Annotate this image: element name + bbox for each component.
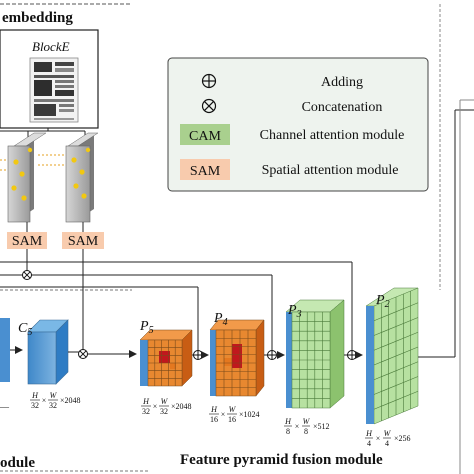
bottom-left-module-title: odule <box>0 455 35 471</box>
blocke-label: BlockE <box>32 39 70 54</box>
p2-label: P2 <box>375 293 390 310</box>
svg-text:×2048: ×2048 <box>171 402 192 411</box>
p3-label: P3 <box>287 303 302 320</box>
junction-otimes-icon <box>22 270 32 280</box>
svg-text:×1024: ×1024 <box>239 410 260 419</box>
svg-text:16: 16 <box>210 415 218 424</box>
fusion-oplus-3-icon <box>347 350 357 360</box>
svg-text:16: 16 <box>228 415 236 424</box>
fusion-oplus-1-icon <box>193 350 203 360</box>
c5-feature-block: C5 <box>18 319 69 385</box>
svg-text:×: × <box>153 402 158 411</box>
svg-text:×2048: ×2048 <box>60 396 81 405</box>
svg-text:×256: ×256 <box>394 434 411 443</box>
p4-warm-cell <box>224 358 232 366</box>
p2-feature-block: P2 <box>365 287 419 425</box>
svg-text:8: 8 <box>304 427 308 436</box>
legend-sam-label: Spatial attention module <box>262 163 399 178</box>
sam-legend-badge-text: SAM <box>190 164 221 179</box>
p5-grid <box>148 340 182 386</box>
blocke-document-icon <box>29 57 79 123</box>
fpn-module-title: Feature pyramid fusion module <box>180 452 383 468</box>
embedding-title: embedding <box>2 10 73 26</box>
p4-label: P4 <box>213 311 228 328</box>
sam-badge-1: SAM <box>7 232 47 249</box>
junction-circles <box>22 270 32 280</box>
svg-text:4: 4 <box>367 439 371 448</box>
p4-heat-cell <box>232 344 242 368</box>
cam-legend-badge-text: CAM <box>189 129 221 144</box>
svg-text:W: W <box>303 417 311 426</box>
legend-adding-label: Adding <box>321 75 363 90</box>
attention-dashes <box>0 154 66 171</box>
svg-text:×: × <box>376 434 381 443</box>
svg-text:32: 32 <box>49 401 57 410</box>
concatenation-icon <box>201 98 217 114</box>
dim-p5: H 32 × W 32 ×2048 <box>141 397 192 416</box>
svg-text:×: × <box>42 396 47 405</box>
p3-grid <box>292 312 330 408</box>
sam-badge-2-label: SAM <box>68 234 99 249</box>
adding-icon <box>201 73 217 89</box>
svg-text:H: H <box>142 397 150 406</box>
fusion-otimes-1-icon <box>78 349 88 359</box>
svg-text:×: × <box>295 422 300 431</box>
fusion-oplus-2-icon <box>267 350 277 360</box>
dim-c5: H 32 × W 32 ×2048 <box>30 391 81 410</box>
attention-slab-1 <box>7 132 47 223</box>
svg-text:32: 32 <box>31 401 39 410</box>
svg-text:W: W <box>229 405 237 414</box>
svg-text:W: W <box>161 397 169 406</box>
legend-concatenation-label: Concatenation <box>302 100 383 115</box>
left-feature-block: — <box>0 318 23 412</box>
sam-badge-1-label: SAM <box>12 234 43 249</box>
dim-p3: H 8 × W 8 ×512 <box>284 417 330 436</box>
svg-text:H: H <box>365 429 373 438</box>
sam-badge-2: SAM <box>62 232 104 249</box>
p4-grid <box>216 330 256 396</box>
svg-text:4: 4 <box>385 439 389 448</box>
svg-text:W: W <box>384 429 392 438</box>
routing-lines <box>0 99 474 474</box>
svg-text:×: × <box>221 410 226 419</box>
svg-text:H: H <box>210 405 218 414</box>
attention-slab-2 <box>65 132 99 223</box>
sam-legend-badge <box>180 159 230 180</box>
p5-heat-cell <box>159 351 170 363</box>
p5-label: P5 <box>139 319 154 336</box>
cam-legend-badge <box>180 124 230 145</box>
dim-p2: H 4 × W 4 ×256 <box>365 429 411 448</box>
embedding-panel: embedding <box>0 3 132 291</box>
legend-box: Adding Concatenation CAM Channel attenti… <box>167 57 429 192</box>
svg-text:×512: ×512 <box>313 422 330 431</box>
blocke-box: BlockE <box>0 29 99 129</box>
svg-text:8: 8 <box>286 427 290 436</box>
c5-label: C5 <box>18 321 32 338</box>
svg-text:W: W <box>50 391 58 400</box>
p5-warm-cell <box>170 363 176 369</box>
dim-p4: H 16 × W 16 ×1024 <box>209 405 260 424</box>
p2-grid <box>373 291 419 421</box>
left-block-frac: — <box>0 402 10 412</box>
svg-text:32: 32 <box>160 407 168 416</box>
svg-text:H: H <box>284 417 292 426</box>
svg-text:H: H <box>31 391 39 400</box>
svg-text:32: 32 <box>142 407 150 416</box>
legend-cam-label: Channel attention module <box>260 128 405 143</box>
